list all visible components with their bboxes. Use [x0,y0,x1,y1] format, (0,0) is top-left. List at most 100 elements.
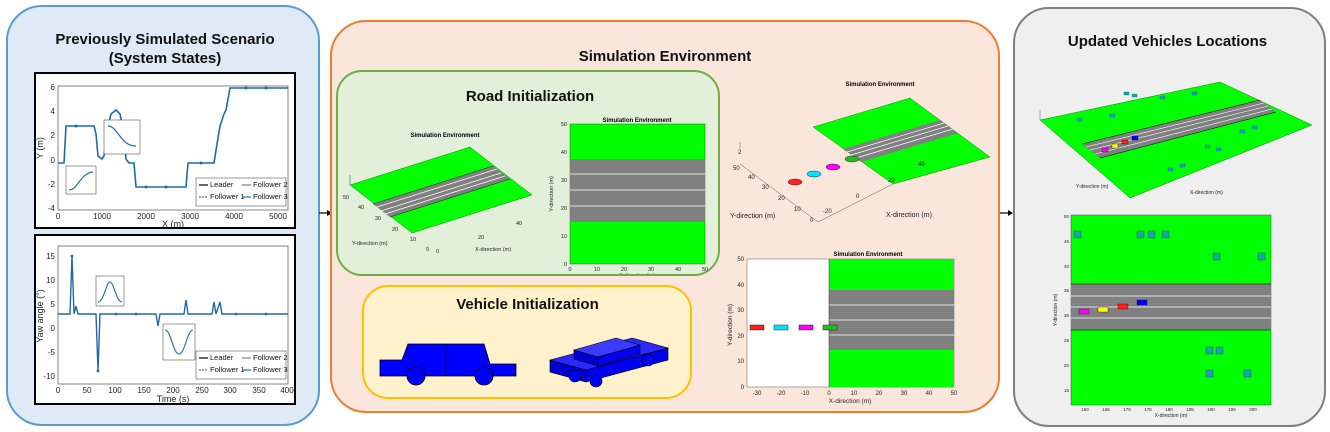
vehicles-iso-ytick: 0 [810,218,814,224]
road-iso-ytick: 10 [410,237,416,243]
updated-top-ylabel: Y-direction (m) [1053,294,1059,327]
vehicles-top-xtick: 20 [876,391,883,397]
plot1-xtick: 0 [56,212,61,221]
vehicles-iso-ytick: 30 [762,185,769,191]
updated-top-xtick: 170 [1123,407,1131,412]
plot2-ytick: -10 [43,372,55,381]
vehicles-top-ytick: 40 [737,283,744,289]
plot2-xtick: 0 [56,386,61,395]
updated-top-ytick: 25 [1064,338,1070,343]
road-top-xtick: 20 [621,267,627,273]
vehicles-iso-ylabel: Y-direction (m) [730,213,775,220]
plot1-legend [195,177,287,207]
updated-top-ytick: 35 [1064,288,1070,293]
updated-top-ytick: 30 [1064,313,1070,318]
plot1-legend-follower2: Follower 2 [253,180,288,189]
previous-scenario-title-line2: (System States) [108,50,222,67]
road-iso-ylabel: Y-direction (m) [352,241,388,247]
vehicles-iso-ztick: 2 [738,150,742,156]
updated-iso-grass [1039,81,1313,199]
arrow-right-icon [319,210,332,216]
plot2-ytick: 10 [46,276,55,285]
plot1-ytick: -2 [48,180,56,189]
road-top-xlabel: X-direction (m) [619,273,655,274]
vehicles-top-xtick: 40 [926,391,933,397]
road-top-xtick: 50 [702,267,708,273]
plot1-legend-follower1: Follower 1 [210,192,245,201]
vehicle-3d-view [548,337,670,388]
vehicles-iso-cars [787,155,860,186]
road-top-ytick: 40 [561,150,567,156]
vehicles-top-ytick: 20 [737,334,744,340]
updated-locations-title: Updated Vehicles Locations [1067,33,1268,50]
road-iso-xtick: 20 [478,235,484,241]
updated-top-xtick: 160 [1081,407,1089,412]
updated-iso-xlabel: X-direction (m) [1190,190,1223,196]
plot1-markers [74,86,268,189]
vehicles-iso-ytick: 40 [748,175,755,181]
vehicles-iso-plot-title: Simulation Environment [845,82,914,88]
updated-isometric-plot: Y-direction (m) X-direction (m) [1039,81,1313,199]
vehicles-iso-xtick: 0 [856,194,860,200]
vehicles-top-plot-title: Simulation Environment [833,252,902,258]
updated-top-ytick: 40 [1064,264,1070,269]
vehicles-top-xtick: -30 [753,391,762,397]
plot2-xtick: 100 [108,386,122,395]
yaw-angle-plot: 15 10 5 0 -5 -10 0 50 100 150 200 250 30… [34,234,296,405]
updated-iso-obstacles [1076,91,1258,172]
road-top-ytick: 30 [561,178,567,184]
updated-top-xtick: 200 [1249,407,1257,412]
vehicles-iso-ytick: 20 [778,196,785,202]
vehicles-top-xtick: -20 [777,391,786,397]
plot1-inset-a [103,119,141,155]
plot2-inset-b [162,323,196,361]
previous-scenario-title-line1: Previously Simulated Scenario [55,31,275,48]
road-top-plot-title: Simulation Environment [602,118,671,124]
road-top-xtick: 0 [568,267,571,273]
vehicles-top-xtick: 50 [951,391,958,397]
vehicle-initialization-title: Vehicle Initialization [456,296,599,313]
vehicles-iso-xtick: 20 [888,178,895,184]
plot2-xtick: 300 [223,386,237,395]
road-iso-ytick: 0 [426,247,429,253]
plot2-series-line [58,255,288,372]
road-iso-xlabel: X-direction (m) [475,247,511,253]
plot1-xtick: 2000 [137,212,155,221]
plot1-xtick: 5000 [269,212,287,221]
vehicles-top-ytick: 30 [737,308,744,314]
plot1-ytick: 6 [51,83,56,92]
vehicles-iso-asphalt [843,120,958,162]
vehicles-top-xtick: 10 [851,391,858,397]
plot2-xtick: 400 [280,386,294,395]
plot2-ylabel: Yaw angle (°) [36,289,45,342]
plot2-legend-leader: Leader [210,353,234,362]
vehicles-top-ytick: 10 [737,359,744,365]
plot1-legend-follower3: Follower 3 [253,192,288,201]
plot2-xtick: 350 [252,386,266,395]
road-top-ytick: 0 [564,262,567,268]
simulation-environment-title: Simulation Environment [578,48,752,65]
plot1-ytick: 2 [51,131,56,140]
road-top-ylabel: Y-direction (m) [549,176,555,212]
road-iso-xtick: 0 [436,249,439,255]
plot1-xtick: 1000 [93,212,111,221]
plot1-xtick: 3000 [181,212,199,221]
vehicles-iso-ytick: 10 [794,207,801,213]
vehicle-side-view [379,343,517,386]
updated-top-obstacles [1073,230,1266,378]
plot2-xtick: 200 [166,386,180,395]
updated-top-ytick: 15 [1064,388,1070,393]
road-iso-ytick: 20 [392,227,398,233]
updated-top-xtick: 185 [1186,407,1194,412]
road-top-xtick: 40 [675,267,681,273]
vehicles-iso-xtick: -20 [823,209,832,215]
vehicles-top-xtick: -10 [801,391,810,397]
road-iso-plot-title: Simulation Environment [410,133,479,139]
updated-top-xtick: 190 [1207,407,1215,412]
vehicles-iso-xlabel: X-direction (m) [886,212,932,219]
plot2-ytick: 15 [46,252,55,261]
vehicles-top-ytick: 0 [741,385,745,391]
updated-top-xlabel: X-direction (m) [1155,413,1188,418]
road-iso-ytick: 30 [375,216,381,222]
road-top-ytick: 20 [561,206,567,212]
